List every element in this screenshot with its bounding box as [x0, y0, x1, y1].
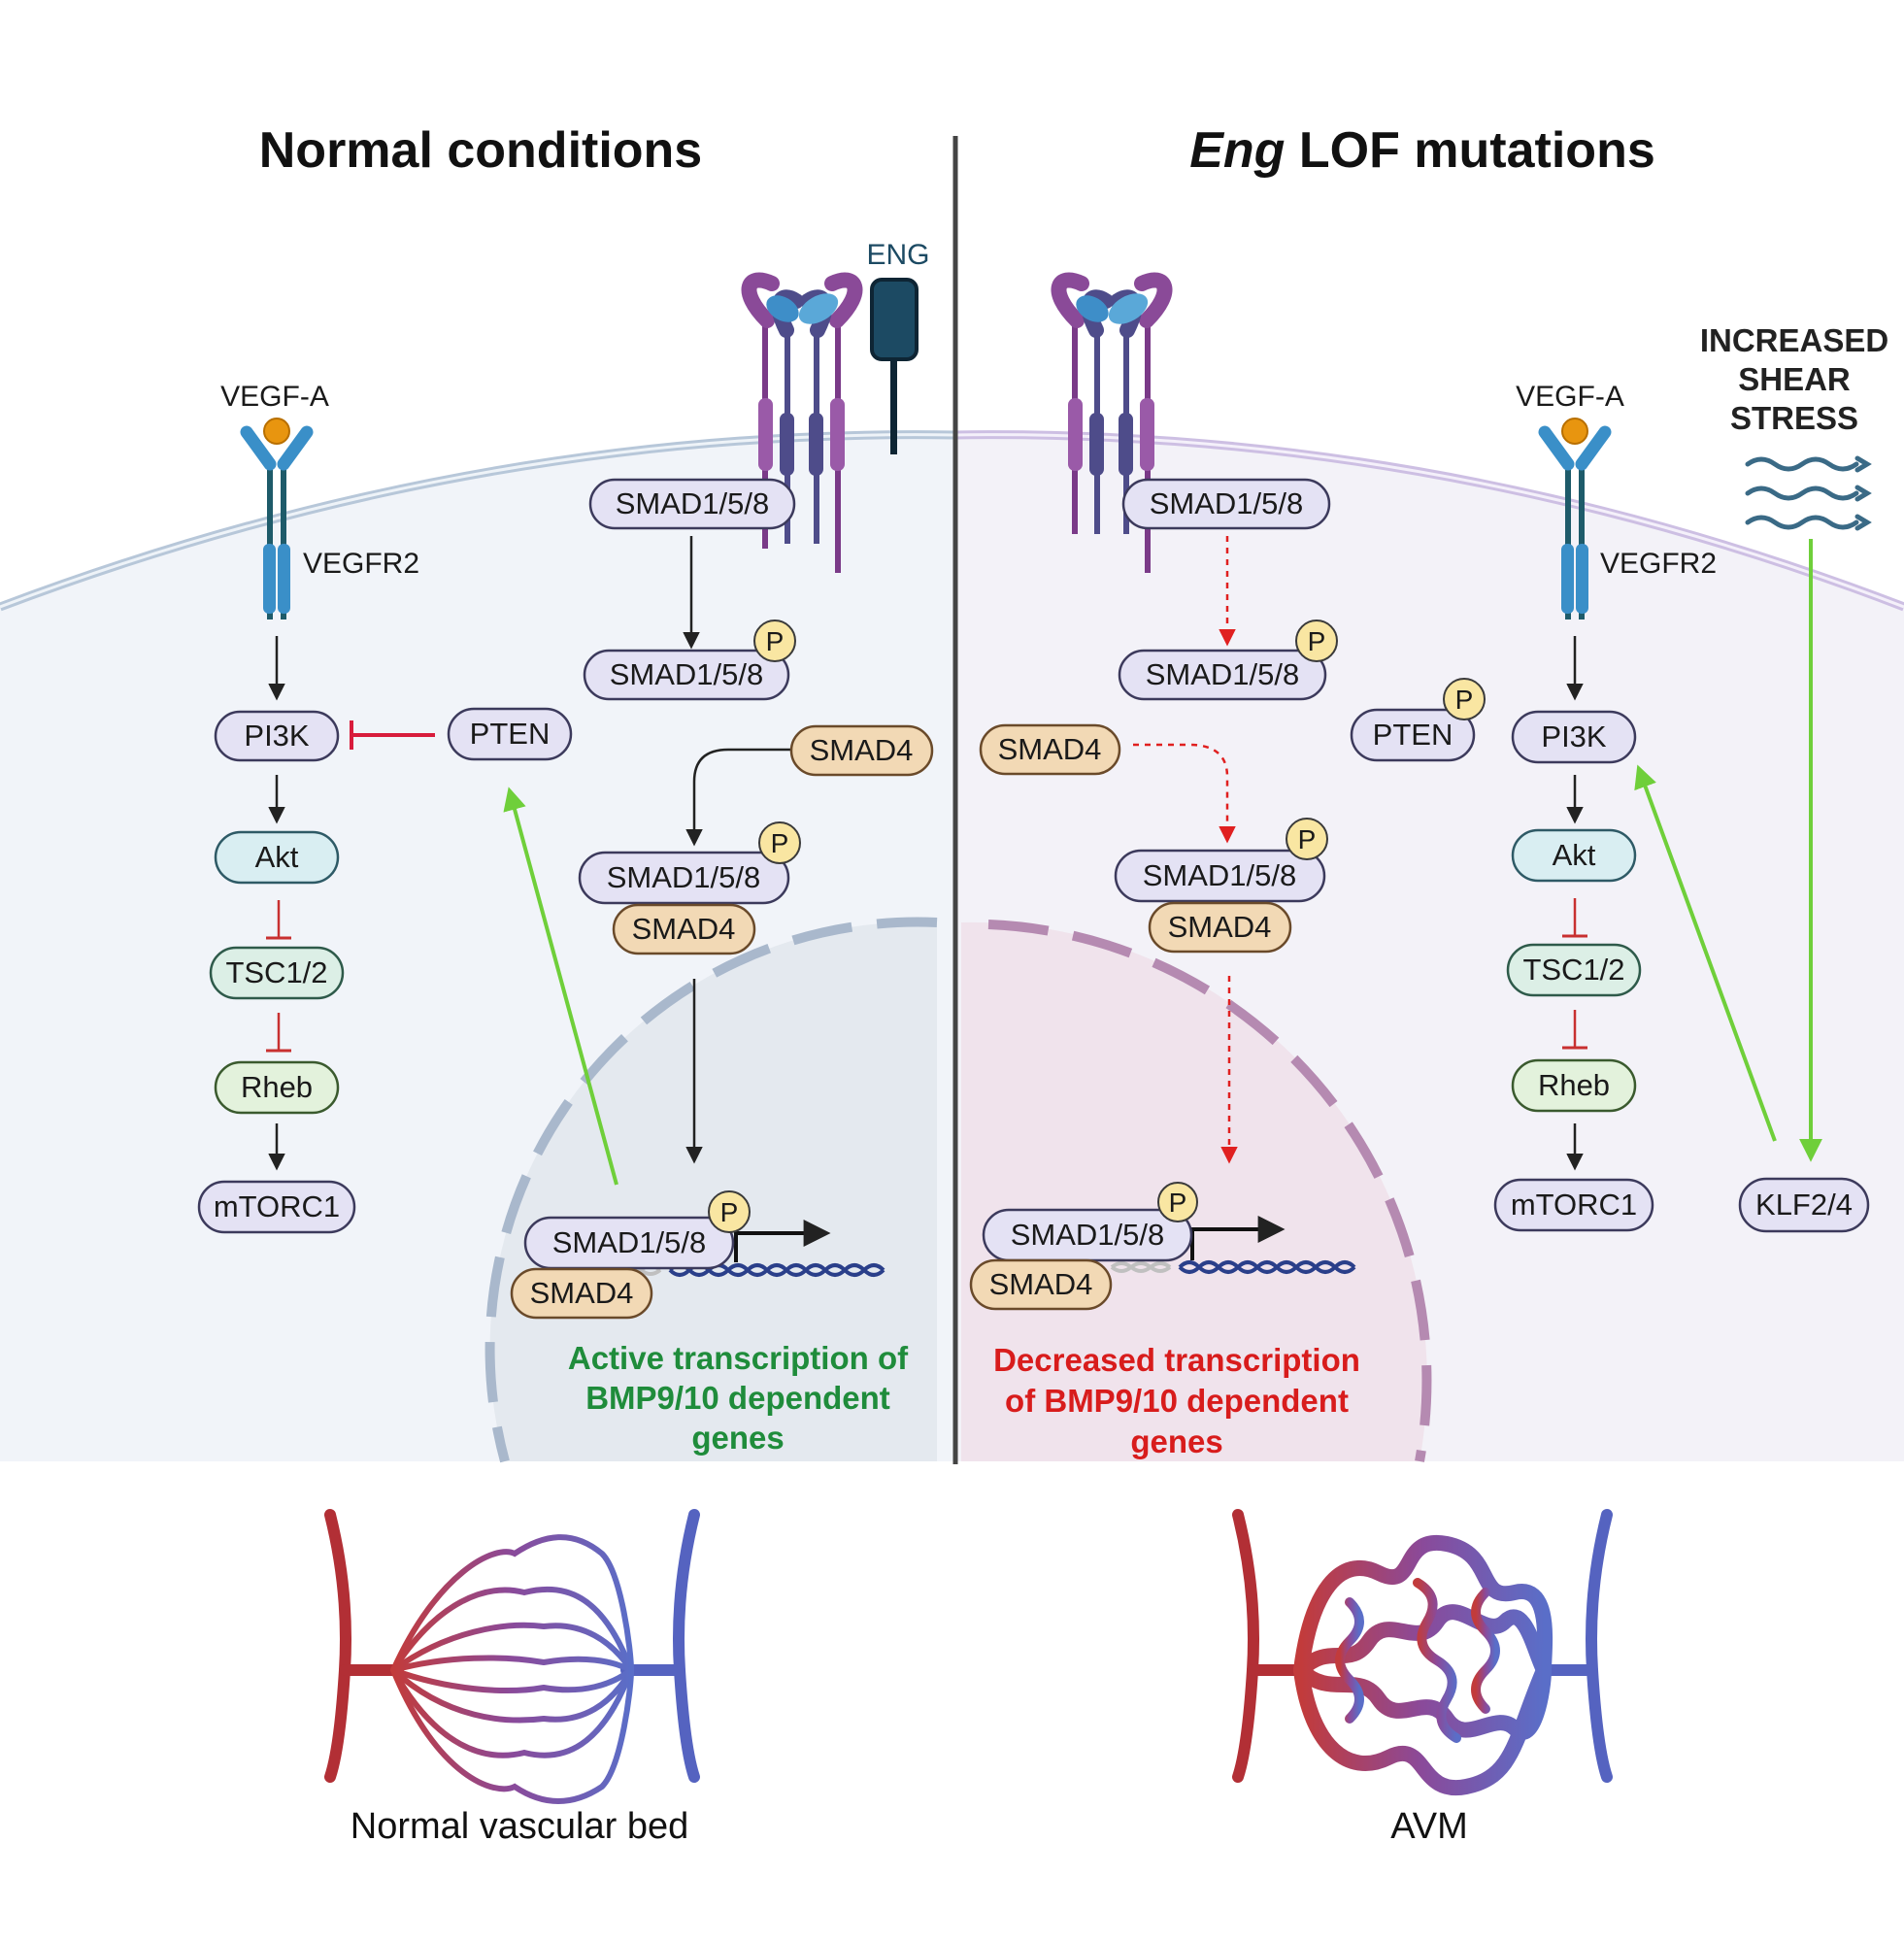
- svg-text:Akt: Akt: [255, 840, 299, 874]
- svg-text:Akt: Akt: [1553, 838, 1596, 872]
- pi3k-right: PI3K: [1511, 710, 1637, 764]
- active-transcription-line-1: Active transcription of: [568, 1340, 909, 1376]
- phospho-icon: P: [771, 828, 789, 858]
- smad158-membrane-right: SMAD1/5/8: [1121, 478, 1331, 530]
- vegfr2-receptor-left: [240, 418, 314, 619]
- svg-text:SMAD1/5/8: SMAD1/5/8: [1150, 486, 1304, 520]
- shear-stress-line-1: INCREASED: [1700, 322, 1888, 358]
- svg-text:SMAD4: SMAD4: [1168, 910, 1272, 944]
- klf-right: KLF2/4: [1738, 1177, 1870, 1233]
- decreased-transcription-line-2: of BMP9/10 dependent: [1005, 1383, 1349, 1419]
- akt-right: Akt: [1511, 828, 1637, 883]
- phospho-icon: P: [1455, 685, 1474, 715]
- smad158-phospho-right: SMAD1/5/8 P: [1118, 619, 1338, 701]
- svg-text:SMAD1/5/8: SMAD1/5/8: [610, 657, 764, 691]
- shear-flow-waves-icon: [1745, 455, 1872, 531]
- svg-text:TSC1/2: TSC1/2: [1522, 953, 1624, 987]
- eng-receptor: [870, 278, 919, 454]
- bmp-receptor-complex-right: [1051, 272, 1173, 573]
- vegfa-label-right: VEGF-A: [1516, 381, 1624, 413]
- phospho-icon: P: [1308, 626, 1326, 656]
- avm-illustration: [1232, 1509, 1613, 1796]
- tsc-left: TSC1/2: [209, 946, 345, 1000]
- smad-dna-complex-left: SMAD1/5/8 P SMAD4: [510, 1190, 751, 1320]
- pten-right: PTEN P: [1350, 678, 1486, 762]
- eng-label: ENG: [866, 239, 929, 271]
- smad158-phospho-left: SMAD1/5/8 P: [583, 619, 796, 701]
- svg-text:PTEN: PTEN: [1373, 718, 1453, 752]
- svg-text:SMAD4: SMAD4: [810, 733, 914, 767]
- svg-text:PTEN: PTEN: [470, 717, 551, 751]
- pten-left: PTEN: [447, 707, 573, 761]
- svg-text:PI3K: PI3K: [1541, 720, 1607, 753]
- svg-text:mTORC1: mTORC1: [1511, 1188, 1637, 1222]
- rheb-left: Rheb: [214, 1060, 340, 1115]
- right-title: Eng LOF mutations: [1189, 122, 1655, 179]
- svg-text:SMAD1/5/8: SMAD1/5/8: [616, 486, 770, 520]
- vegfa-label-left: VEGF-A: [220, 381, 329, 413]
- transcription-start-arrow-left: [734, 1220, 831, 1262]
- right-inhibitions: [1562, 898, 1587, 1050]
- phospho-icon: P: [1169, 1188, 1187, 1218]
- phospho-icon: P: [1298, 824, 1317, 854]
- pten-activation-arrow: [503, 787, 618, 1186]
- svg-text:SMAD4: SMAD4: [998, 732, 1102, 766]
- svg-text:SMAD4: SMAD4: [632, 912, 736, 946]
- svg-text:TSC1/2: TSC1/2: [225, 955, 327, 989]
- svg-text:SMAD1/5/8: SMAD1/5/8: [1143, 858, 1297, 892]
- smad4-cytosol-left: SMAD4: [789, 724, 934, 777]
- svg-text:SMAD1/5/8: SMAD1/5/8: [552, 1225, 707, 1259]
- dna-right: [1110, 1260, 1356, 1274]
- smad4-cytosol-right: SMAD4: [979, 723, 1121, 776]
- transcription-start-arrow-right: [1190, 1216, 1286, 1260]
- decreased-transcription-line-1: Decreased transcription: [993, 1342, 1360, 1378]
- normal-vascular-bed-illustration: [324, 1509, 700, 1804]
- decreased-transcription-line-3: genes: [1130, 1423, 1222, 1459]
- svg-text:Rheb: Rheb: [241, 1070, 313, 1104]
- svg-text:SMAD1/5/8: SMAD1/5/8: [607, 860, 761, 894]
- nucleus-left: [484, 917, 938, 1463]
- shear-stress-line-3: STRESS: [1730, 400, 1858, 436]
- active-transcription-line-2: BMP9/10 dependent: [585, 1380, 890, 1416]
- pi3k-left: PI3K: [214, 710, 340, 762]
- svg-text:PI3K: PI3K: [244, 719, 310, 753]
- left-inhibitions: [266, 720, 435, 1053]
- phospho-icon: P: [766, 626, 785, 656]
- svg-text:SMAD4: SMAD4: [530, 1276, 634, 1310]
- tsc-right: TSC1/2: [1506, 943, 1642, 997]
- bmp-receptor-complex-left: [741, 272, 863, 573]
- smad-complex-left: SMAD1/5/8 P SMAD4: [578, 821, 801, 955]
- svg-text:KLF2/4: KLF2/4: [1755, 1188, 1853, 1222]
- smad-complex-right: SMAD1/5/8 P SMAD4: [1114, 818, 1328, 954]
- avm-caption: AVM: [1390, 1806, 1468, 1847]
- left-arrows: [268, 536, 791, 1171]
- mtorc1-right: mTORC1: [1493, 1178, 1654, 1232]
- svg-text:Rheb: Rheb: [1538, 1068, 1610, 1102]
- normal-vascular-bed-caption: Normal vascular bed: [351, 1806, 688, 1847]
- smad158-membrane-left: SMAD1/5/8: [588, 478, 796, 530]
- mtorc1-left: mTORC1: [197, 1180, 356, 1234]
- left-title: Normal conditions: [259, 122, 702, 179]
- phospho-icon: P: [720, 1197, 739, 1227]
- shear-stress-line-2: SHEAR: [1738, 361, 1851, 397]
- smad-dna-complex-right: SMAD1/5/8 P SMAD4: [969, 1182, 1198, 1311]
- svg-text:SMAD1/5/8: SMAD1/5/8: [1146, 657, 1300, 691]
- svg-text:SMAD4: SMAD4: [989, 1267, 1093, 1301]
- rheb-right: Rheb: [1511, 1058, 1637, 1113]
- svg-text:mTORC1: mTORC1: [214, 1189, 340, 1223]
- active-transcription-line-3: genes: [691, 1420, 784, 1456]
- akt-left: Akt: [214, 830, 340, 885]
- right-decreased-arrows: [1133, 536, 1238, 1164]
- klf-to-pi3k-arrow: [1634, 764, 1777, 1142]
- svg-text:SMAD1/5/8: SMAD1/5/8: [1011, 1218, 1165, 1252]
- vegfr2-label-right: VEGFR2: [1600, 548, 1717, 580]
- vegfr2-label-left: VEGFR2: [303, 548, 419, 580]
- vegfr2-receptor-right: [1538, 418, 1612, 619]
